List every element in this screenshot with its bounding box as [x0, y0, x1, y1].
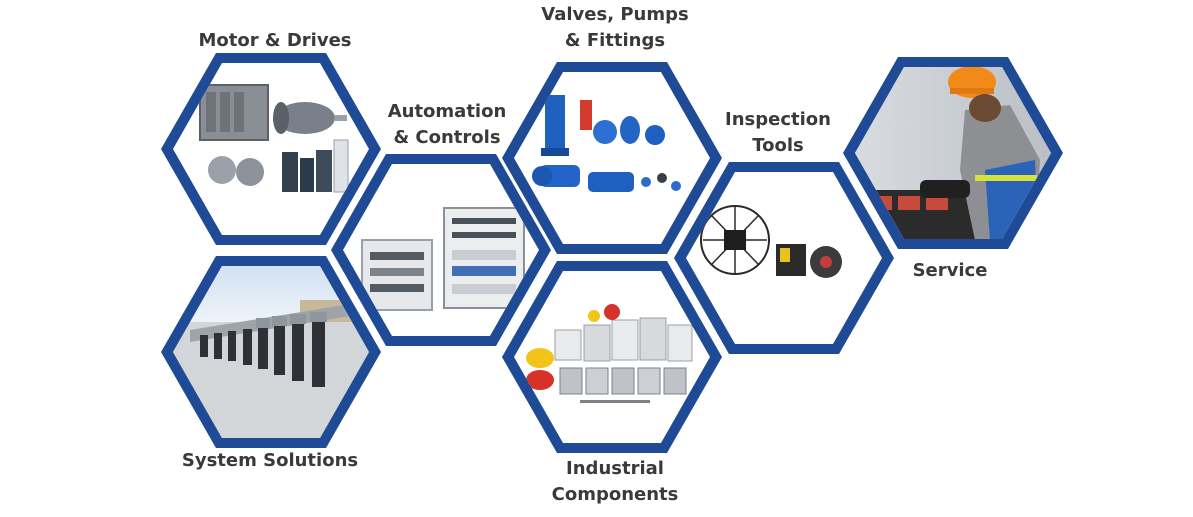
label-industrial-components: Industrial Components: [520, 456, 710, 508]
label-service-line1: Service: [912, 260, 988, 281]
label-valves-line1: Valves, Pumps: [541, 4, 689, 25]
label-system-solutions-line1: System Solutions: [181, 450, 359, 471]
motor-drives-image: [199, 84, 349, 193]
label-automation-controls-line2: & Controls: [393, 127, 501, 148]
hex-tile-system-solutions[interactable]: [161, 256, 381, 448]
hex-tile-automation-controls[interactable]: [331, 154, 551, 346]
label-service: Service: [890, 258, 1010, 284]
automation-controls-image: [361, 207, 525, 311]
label-automation-controls: Automation & Controls: [362, 99, 532, 151]
label-valves-pumps-fittings: Valves, Pumps & Fittings: [520, 2, 710, 54]
label-automation-controls-line1: Automation: [387, 101, 507, 122]
industrial-components-image: [526, 304, 693, 403]
label-motor-drives-line1: Motor & Drives: [198, 30, 352, 51]
service-image: [855, 67, 1051, 239]
label-industrial-line1: Industrial: [566, 458, 664, 479]
hex-tile-inspection-tools[interactable]: [674, 162, 894, 354]
label-system-solutions: System Solutions: [170, 448, 370, 474]
label-valves-line2: & Fittings: [564, 30, 666, 51]
valves-pumps-image: [532, 95, 681, 192]
hex-tile-service[interactable]: [843, 57, 1063, 250]
label-inspection-line2: Tools: [752, 135, 804, 156]
hex-tile-industrial-components[interactable]: [502, 261, 722, 453]
label-inspection-tools: Inspection Tools: [698, 107, 858, 159]
hex-tile-motor-drives[interactable]: [161, 53, 381, 245]
label-inspection-line1: Inspection: [725, 109, 831, 130]
hex-tile-valves-pumps-fittings[interactable]: [502, 62, 722, 254]
label-motor-drives: Motor & Drives: [190, 28, 360, 54]
inspection-tools-image: [700, 205, 842, 278]
label-industrial-line2: Components: [551, 484, 679, 505]
